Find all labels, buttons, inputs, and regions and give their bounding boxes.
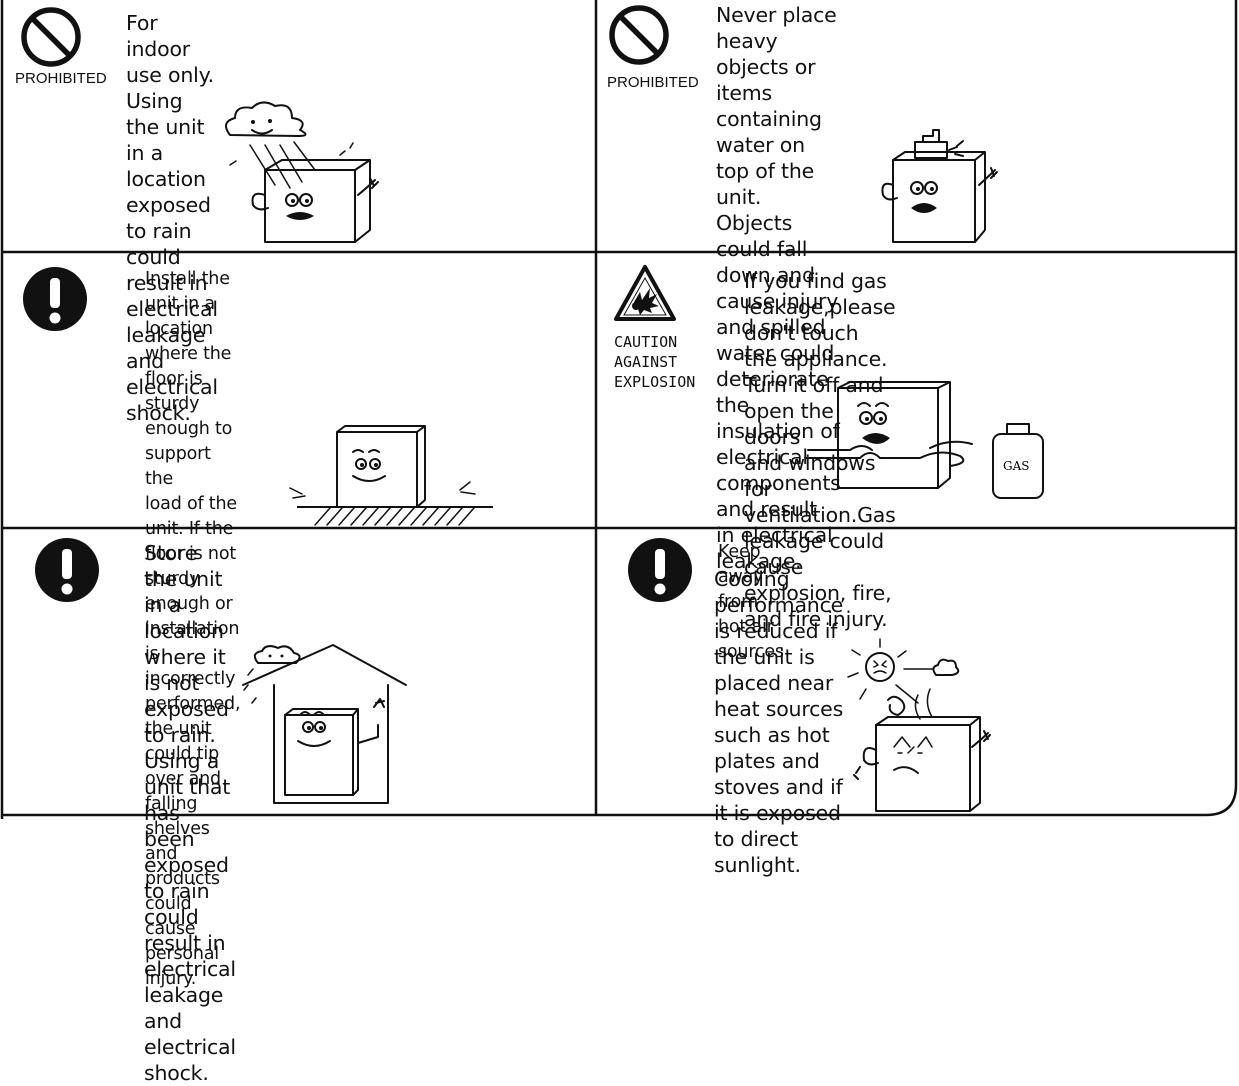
mandatory-icon [628, 538, 692, 602]
grid-frame [0, 0, 1238, 819]
cell-2-text: Never place heavy objects or items conta… [716, 3, 841, 573]
prohibited-label: PROHIBITED [607, 74, 699, 91]
mandatory-icon [35, 538, 99, 602]
cell-6-heading: Keep away from hot air sources [718, 542, 784, 662]
cell-5-text: Store the unit in a location where it is… [144, 541, 236, 1085]
gas-leak-unit-illustration: GAS [804, 381, 1044, 499]
caution-against-explosion-label: CAUTION AGAINST EXPLOSION [614, 333, 696, 391]
gas-cylinder-label: GAS [1003, 459, 1029, 473]
heavy-object-unit-illustration [881, 129, 998, 243]
sheltered-unit-illustration [242, 644, 407, 804]
prohibited-icon [609, 5, 669, 65]
prohibited-icon [21, 7, 81, 67]
rain-unit-illustration [225, 101, 379, 243]
cell-6-text: Cooling performance is reduced if the un… [714, 567, 844, 877]
cell-1-text: For indoor use only. Using the unit in a… [126, 11, 218, 425]
mandatory-icon [23, 267, 87, 331]
floor-unit-illustration [289, 425, 493, 526]
prohibited-label: PROHIBITED [15, 70, 107, 87]
heat-source-unit-illustration [847, 638, 991, 812]
explosion-warning-icon [614, 265, 676, 321]
cell-4-text: If you find gas leakage,please don't tou… [744, 269, 896, 631]
